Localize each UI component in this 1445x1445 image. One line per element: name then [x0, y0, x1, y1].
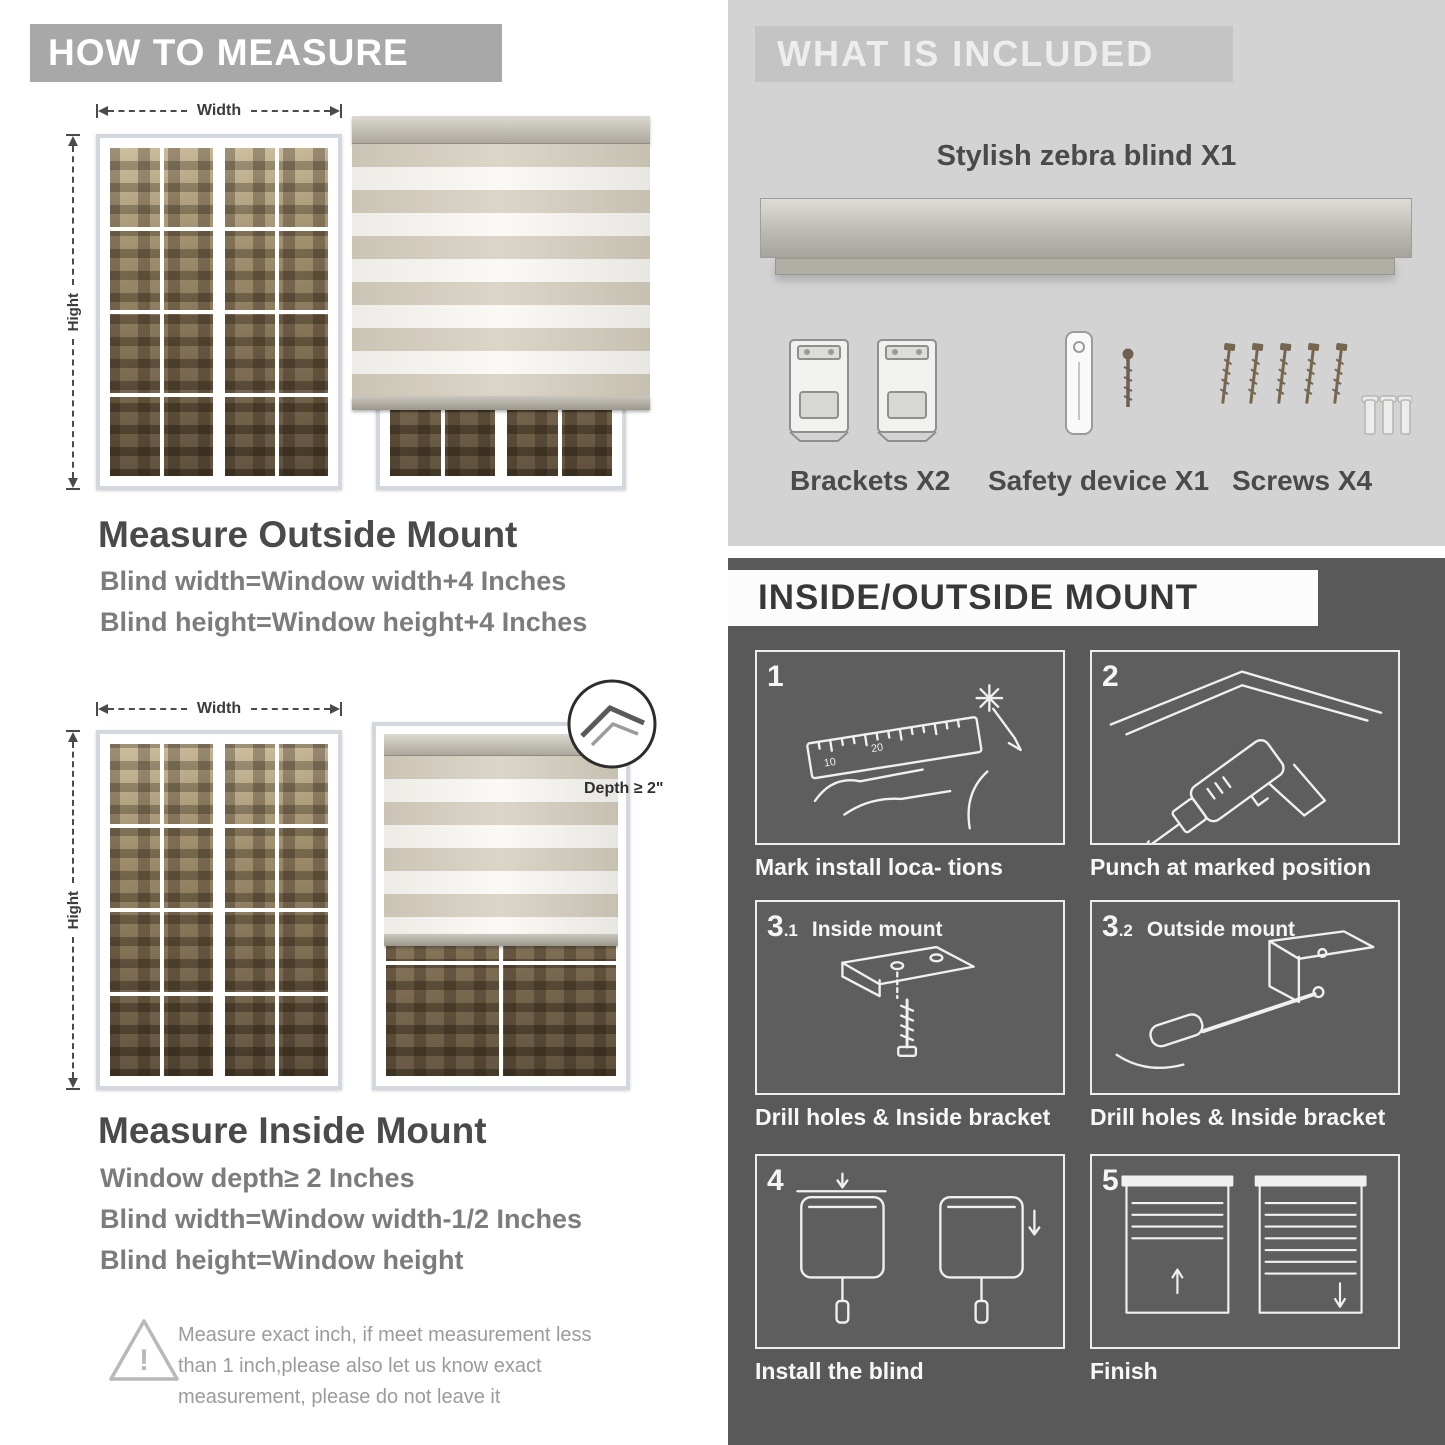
measure-line: [251, 110, 330, 112]
measure-outside-title: Measure Outside Mount: [98, 514, 518, 555]
step-panel-3-2: 3.2 Outside mount: [1090, 900, 1400, 1095]
product-title: Stylish zebra blind X1: [936, 140, 1237, 172]
ruler-mark: 10: [823, 756, 837, 770]
what-is-included-banner: WHAT IS INCLUDED: [755, 26, 1233, 82]
height-label: Hight: [64, 890, 82, 930]
step-sublabel: Inside mount: [811, 918, 943, 941]
magnifier-corner-icon: [567, 679, 657, 769]
step-caption-3-1: Drill holes & Inside bracket: [755, 1104, 1051, 1130]
inside-bracket-screw-illustration: [841, 945, 975, 1057]
arrow-left-icon: [98, 106, 108, 116]
measure-tick: [66, 488, 80, 491]
step-panel-4: 4: [755, 1154, 1065, 1349]
outside-bracket-screwdriver-illustration: [1115, 930, 1375, 1070]
blind-cassette: [384, 734, 618, 756]
blind-stripes: [384, 756, 618, 934]
step-sublabel: Outside mount: [1146, 918, 1296, 941]
how-to-measure-banner: HOW TO MEASURE: [30, 24, 502, 82]
outside-rule-1: Blind width=Window width+4 Inches: [100, 566, 567, 596]
width-label: Width: [196, 102, 242, 119]
step-panel-2: 2: [1090, 650, 1400, 845]
measure-inside-title: Measure Inside Mount: [98, 1110, 487, 1151]
finish-blinds-illustration: [1121, 1175, 1367, 1314]
safety-device-label: Safety device X1: [988, 465, 1210, 496]
zebra-shade: [384, 734, 618, 946]
arrow-left-icon: [98, 704, 108, 714]
zebra-blind-outside-illustration: [352, 116, 650, 490]
zebra-blind-inside-illustration: [372, 722, 630, 1090]
warning-glyph: !: [139, 1344, 149, 1377]
measure-line: [72, 146, 74, 285]
width-label: Width: [196, 700, 242, 717]
step-number: 1: [767, 660, 784, 693]
step-caption-5: Finish: [1090, 1358, 1158, 1384]
step-number: 3: [767, 910, 784, 943]
measure-line: [108, 110, 187, 112]
zebra-shade: [352, 116, 650, 410]
blind-cassette: [352, 116, 650, 144]
step-number: 2: [1102, 660, 1119, 693]
step-number: 4: [767, 1164, 784, 1197]
mount-banner: INSIDE/OUTSIDE MOUNT: [728, 570, 1318, 626]
headrail-illustration: [760, 198, 1412, 258]
mount-section: INSIDE/OUTSIDE MOUNT 1: [728, 558, 1445, 1445]
outside-rule-2: Blind height=Window height+4 Inches: [100, 607, 588, 637]
window-sash: [108, 146, 215, 478]
height-measure-outside: Hight: [64, 134, 82, 491]
measure-tick: [66, 134, 80, 136]
height-measure-inside: Hight: [64, 730, 82, 1091]
height-label: Hight: [64, 292, 82, 332]
step-panel-1: 1 10 20: [755, 650, 1065, 845]
arrow-right-icon: [330, 106, 340, 116]
window-illustration-outside: [96, 134, 342, 490]
step-caption-1: Mark install loca- tions: [755, 854, 1003, 880]
screws-label: Screws X4: [1232, 465, 1373, 496]
mark-location-illustration: 10 20: [806, 684, 1022, 830]
inside-rule-1: Window depth≥ 2 Inches: [100, 1163, 415, 1193]
drill-illustration: [1109, 670, 1383, 843]
measure-tick: [96, 104, 98, 118]
depth-label: Depth ≥ 2": [584, 780, 664, 797]
blind-stripes: [352, 144, 650, 396]
step-caption-3-2: Drill holes & Inside bracket: [1090, 1104, 1386, 1130]
window-sash: [223, 742, 330, 1078]
measure-tick: [340, 104, 342, 118]
step-caption-2: Punch at marked position: [1090, 854, 1372, 880]
measure-line: [72, 339, 74, 479]
arrow-up-icon: [68, 136, 78, 146]
window-illustration-inside: [96, 730, 342, 1090]
ruler-mark: 20: [870, 741, 884, 755]
step-number: 5: [1102, 1164, 1119, 1197]
width-measure-inside: Width: [96, 700, 342, 718]
inside-rule-3: Blind height=Window height: [100, 1245, 464, 1275]
install-blind-illustration: [796, 1172, 1041, 1324]
headrail-lip: [775, 258, 1395, 275]
arrow-up-icon: [68, 732, 78, 742]
step-caption-4: Install the blind: [755, 1358, 924, 1384]
warning-text: Measure exact inch, if meet measurement …: [178, 1324, 592, 1408]
window-sash: [108, 742, 215, 1078]
blind-bottom-rail: [384, 934, 618, 946]
screws-icon: [1219, 343, 1412, 435]
depth-callout: [566, 678, 658, 770]
safety-device-icon: [1065, 331, 1134, 435]
window-sash: [223, 146, 330, 478]
step-panel-3-1: 3.1 Inside mount: [755, 900, 1065, 1095]
width-measure-outside: Width: [96, 102, 342, 120]
warning-triangle-icon: !: [109, 1319, 179, 1381]
arrow-down-icon: [68, 478, 78, 489]
inside-rule-2: Blind width=Window width-1/2 Inches: [100, 1204, 583, 1234]
blind-bottom-rail: [352, 396, 650, 410]
included-section: WHAT IS INCLUDED Stylish zebra blind X1: [728, 0, 1445, 546]
step-number: 3: [1102, 910, 1119, 943]
brackets-label: Brackets X2: [790, 465, 951, 496]
brackets-icon: [789, 339, 937, 442]
step-panel-5: 5: [1090, 1154, 1400, 1349]
arrow-down-icon: [68, 1078, 78, 1089]
arrow-right-icon: [330, 704, 340, 714]
